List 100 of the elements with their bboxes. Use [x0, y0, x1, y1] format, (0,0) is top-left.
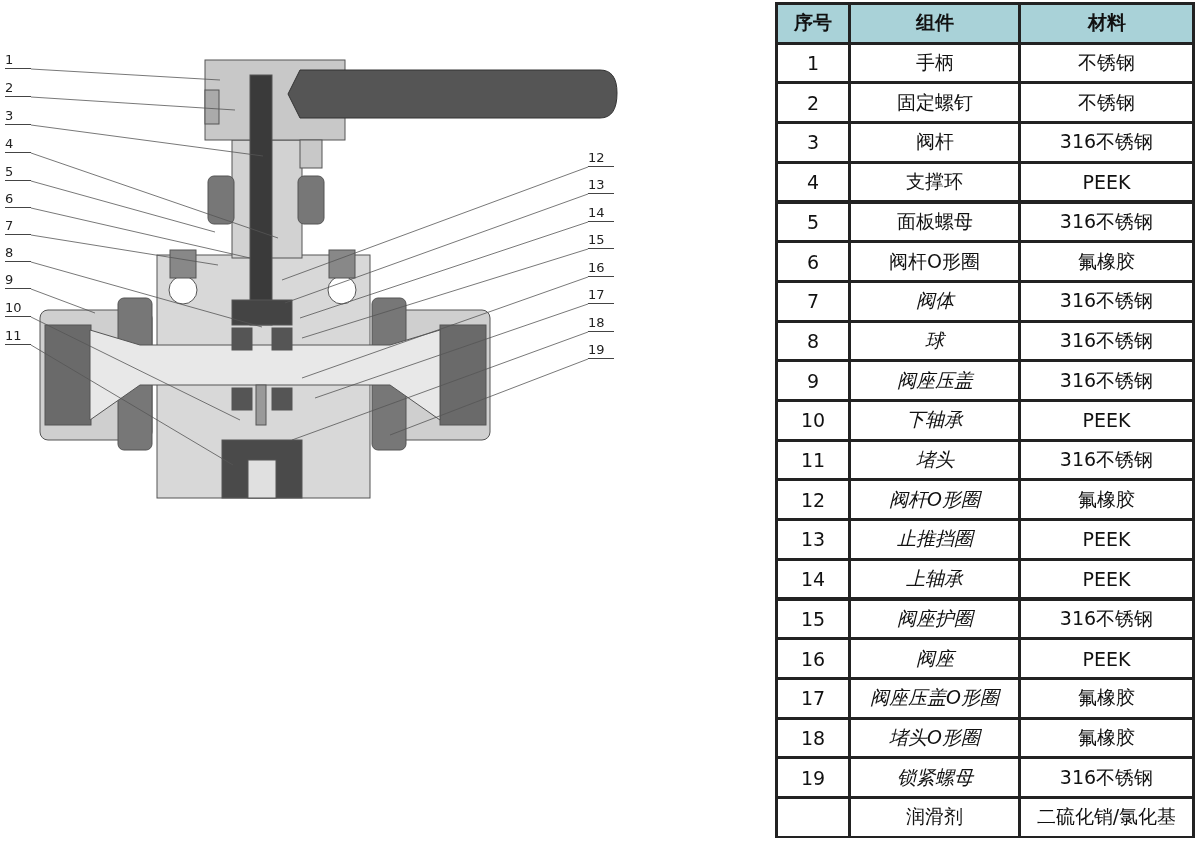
leader-line: [30, 344, 234, 466]
leader-line: [30, 152, 279, 239]
callout-number: 1: [5, 52, 31, 69]
callout-number: 4: [5, 136, 31, 153]
leader-line: [301, 248, 589, 339]
leader-line: [30, 288, 96, 314]
table-cell: 316不锈钢: [1021, 282, 1192, 320]
callout-number: 18: [588, 315, 614, 332]
table-cell: 316不锈钢: [1021, 759, 1192, 796]
table-cell: 二硫化销/氯化基: [1021, 799, 1192, 836]
table-cell: 316不锈钢: [1021, 124, 1192, 161]
table-cell: 不锈钢: [1021, 44, 1192, 82]
table-cell: 14: [778, 560, 848, 598]
callout-number: 14: [588, 205, 614, 222]
table-cell: 不锈钢: [1021, 84, 1192, 122]
table-cell: 4: [778, 163, 848, 201]
leader-line: [299, 221, 589, 319]
callout-number: 15: [588, 232, 614, 249]
column-header: 材料: [1021, 5, 1192, 42]
leader-line: [30, 207, 251, 259]
table-cell: 17: [778, 679, 848, 717]
table-cell: 下轴承: [851, 402, 1018, 439]
leader-line: [30, 261, 263, 328]
table-cell: 10: [778, 402, 848, 439]
table-cell: 316不锈钢: [1021, 441, 1192, 479]
table-cell: PEEK: [1021, 640, 1192, 677]
table-cell: 12: [778, 481, 848, 519]
table-cell: 阀座: [851, 640, 1018, 677]
table-cell: 锁紧螺母: [851, 759, 1018, 796]
column-header: 组件: [851, 5, 1018, 42]
table-cell: 3: [778, 124, 848, 161]
leader-line: [30, 124, 264, 157]
leader-line: [30, 68, 221, 81]
table-cell: PEEK: [1021, 560, 1192, 598]
callout-number: 11: [5, 328, 31, 345]
table-cell: 19: [778, 759, 848, 796]
table-cell: 316不锈钢: [1021, 600, 1192, 638]
table-cell: 316不锈钢: [1021, 322, 1192, 360]
callout-number: 13: [588, 177, 614, 194]
table-cell: 支撑环: [851, 163, 1018, 201]
callout-number: 16: [588, 260, 614, 277]
column-header: 序号: [778, 5, 848, 42]
table-cell: 1: [778, 44, 848, 82]
table-cell: 阀体: [851, 282, 1018, 320]
table-cell: 手柄: [851, 44, 1018, 82]
table-cell: 堵头O形圈: [851, 719, 1018, 757]
callout-number: 7: [5, 218, 31, 235]
table-cell: PEEK: [1021, 163, 1192, 201]
table-cell: 2: [778, 84, 848, 122]
leader-line: [30, 234, 219, 266]
table-cell: PEEK: [1021, 521, 1192, 558]
leader-line: [30, 96, 236, 111]
callout-number: 19: [588, 342, 614, 359]
table-cell: 316不锈钢: [1021, 203, 1192, 241]
table-cell: 16: [778, 640, 848, 677]
table-cell: 阀座压盖: [851, 362, 1018, 399]
table-cell: 阀杆O形圈: [851, 243, 1018, 280]
table-cell: 7: [778, 282, 848, 320]
leader-line: [291, 331, 589, 441]
table-cell: 阀座护圈: [851, 600, 1018, 638]
callout-number: 2: [5, 80, 31, 97]
table-cell: 11: [778, 441, 848, 479]
leader-line: [30, 316, 241, 421]
leader-line: [389, 358, 589, 436]
callout-number: 12: [588, 150, 614, 167]
table-cell: 18: [778, 719, 848, 757]
callout-number: 17: [588, 287, 614, 304]
callout-number: 3: [5, 108, 31, 125]
table-cell: 上轴承: [851, 560, 1018, 598]
table-cell: 止推挡圈: [851, 521, 1018, 558]
leader-line: [284, 193, 589, 304]
table-cell: 阀座压盖O形圈: [851, 679, 1018, 717]
leader-line: [314, 303, 589, 399]
table-cell: 固定螺钉: [851, 84, 1018, 122]
table-cell: 8: [778, 322, 848, 360]
callout-number: 6: [5, 191, 31, 208]
callout-number: 9: [5, 272, 31, 289]
leader-line: [301, 276, 589, 379]
table-cell: 阀杆: [851, 124, 1018, 161]
table-cell: 球: [851, 322, 1018, 360]
callout-number: 10: [5, 300, 31, 317]
table-cell: 氟橡胶: [1021, 719, 1192, 757]
table-cell: 氟橡胶: [1021, 679, 1192, 717]
table-cell: 堵头: [851, 441, 1018, 479]
table-cell: 316不锈钢: [1021, 362, 1192, 399]
table-cell: 6: [778, 243, 848, 280]
callout-number: 8: [5, 245, 31, 262]
table-cell: PEEK: [1021, 402, 1192, 439]
table-cell: 9: [778, 362, 848, 399]
table-cell: 13: [778, 521, 848, 558]
table-cell: 阀杆O形圈: [851, 481, 1018, 519]
callout-number: 5: [5, 164, 31, 181]
table-cell: 氟橡胶: [1021, 481, 1192, 519]
table-cell: 面板螺母: [851, 203, 1018, 241]
leader-line: [30, 180, 216, 233]
table-cell: 15: [778, 600, 848, 638]
table-cell: 润滑剂: [851, 799, 1018, 836]
table-cell: 氟橡胶: [1021, 243, 1192, 280]
leader-line: [281, 166, 589, 281]
table-cell: 5: [778, 203, 848, 241]
